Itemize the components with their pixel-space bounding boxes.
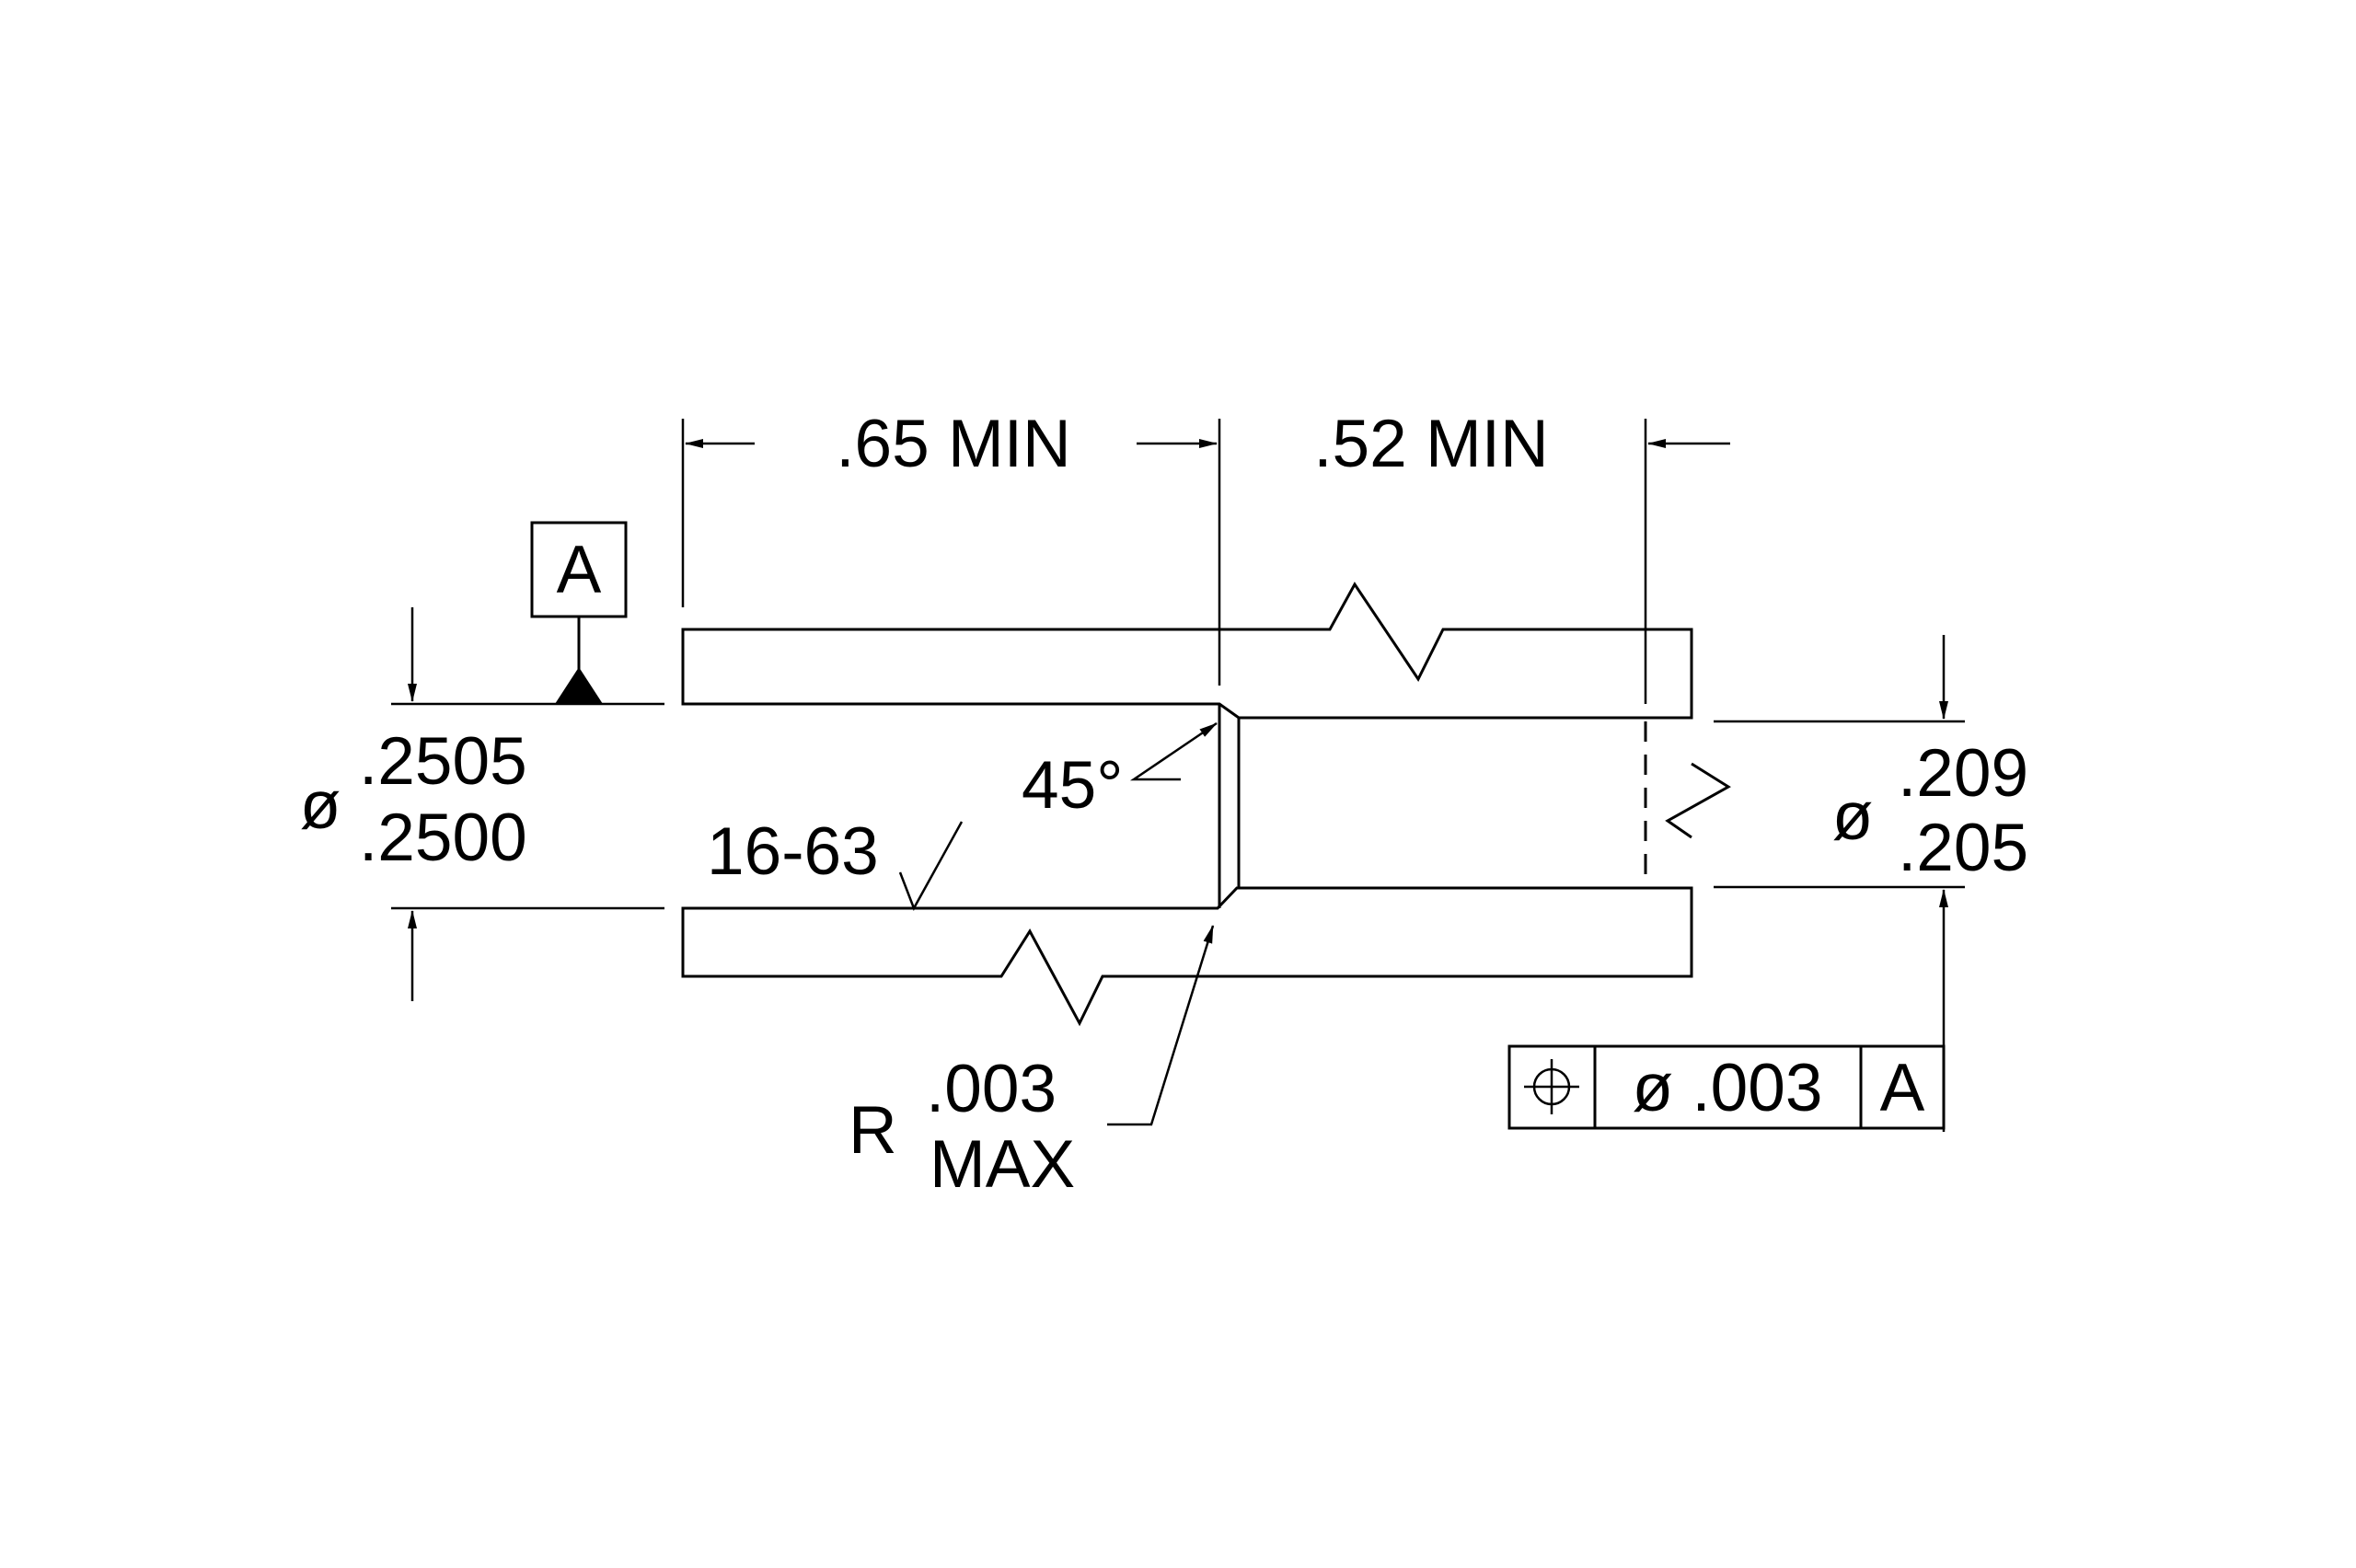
feature-control-frame: ø .003 A [1507,1044,1946,1130]
radius-leader [1107,925,1215,1126]
datum-triangle [555,667,603,704]
lower-wall [681,886,1693,1027]
left-diameter-upper: .2505 [359,724,527,799]
radius-suffix: MAX [930,1127,1075,1202]
surface-finish-value: 16-63 [707,814,879,889]
part-section [681,582,1731,1027]
fcf-tolerance: ø .003 [1633,1051,1823,1125]
fcf-datum: A [1880,1051,1925,1125]
dimension-top-right: .52 MIN [1313,407,1549,481]
right-diameter-symbol: ø [1832,779,1874,854]
right-diameter-upper: .209 [1898,736,2028,811]
upper-wall [681,582,1693,720]
break-line [1665,762,1731,839]
datum-feature-symbol: A [530,521,628,704]
dimension-top-left: .65 MIN [836,407,1071,481]
right-diameter-lower: .205 [1898,811,2028,885]
chamfer-angle: 45° [1022,748,1123,823]
datum-letter: A [557,533,602,607]
position-icon [1524,1059,1579,1114]
left-diameter-lower: .2500 [359,801,527,875]
chamfer-leader [1129,721,1218,781]
fcf-border [1507,1044,1946,1130]
surface-finish-icon [898,821,964,911]
radius-prefix: R [849,1093,897,1168]
left-diameter-symbol: ø [300,768,341,843]
radius-value: .003 [926,1052,1057,1126]
